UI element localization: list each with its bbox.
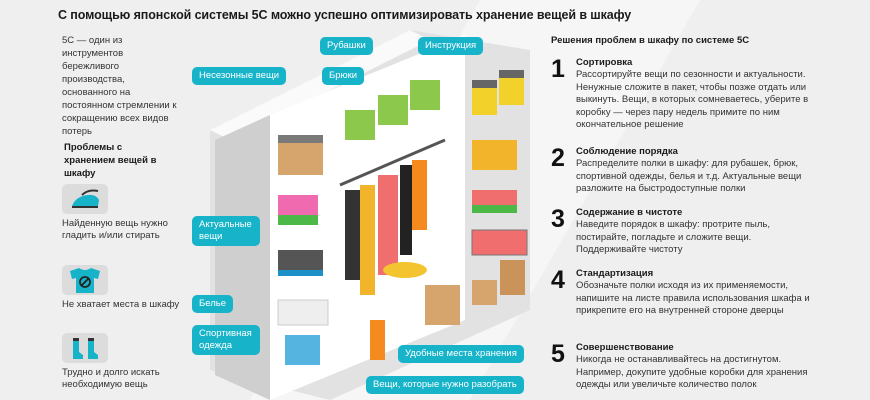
page-title: С помощью японской системы 5С можно успе… (58, 8, 632, 22)
hanger-rod (339, 138, 446, 187)
step-text: Никогда не останавливайтесь на достигнут… (576, 354, 808, 390)
bag (500, 260, 525, 295)
step-number: 5 (551, 340, 565, 368)
folded-clothes (472, 140, 517, 170)
problem-text: Найденную вещь нужно гладить и/или стира… (62, 218, 168, 241)
basket (285, 335, 320, 365)
yellow-box (472, 85, 497, 115)
wardrobe-side (215, 115, 270, 400)
step-text: Распределите полки в шкафу: для рубашек,… (576, 158, 802, 194)
problem-text: Не хватает места в шкафу (62, 299, 180, 310)
problems-title: Проблемы с хранением вещей в шкафу (64, 142, 157, 179)
hat (383, 262, 427, 278)
step-text: Наведите порядок в шкафу: протрите пыль,… (576, 219, 770, 255)
trousers (345, 190, 360, 280)
suitcase (370, 320, 385, 360)
step-text: Рассортируйте вещи по сезонности и актуа… (576, 69, 809, 130)
iron-icon (62, 184, 108, 214)
tag-shirts: Рубашки (320, 37, 373, 55)
step-number: 2 (551, 144, 565, 172)
drawer (277, 299, 329, 326)
green-box (345, 110, 375, 140)
box (278, 140, 323, 175)
folded-clothes (278, 250, 323, 270)
problem-item: Трудно и долго искать необходимую вещь (62, 333, 182, 391)
shirt (378, 175, 398, 275)
wire-basket (471, 229, 528, 256)
problem-text: Трудно и долго искать необходимую вещь (62, 367, 160, 390)
step-heading: Сортировка (576, 57, 633, 68)
tag-underwear: Белье (192, 295, 233, 313)
step-text: Обозначьте полки исходя из их применяемо… (576, 280, 810, 316)
step-heading: Совершенствование (576, 342, 674, 353)
solutions-title: Решения проблем в шкафу по системе 5С (551, 35, 750, 46)
step-number: 4 (551, 266, 565, 294)
step-number: 3 (551, 205, 565, 233)
tag-actual: Актуальные вещи (192, 216, 260, 246)
box (425, 285, 460, 305)
tshirt-forbidden-icon (62, 265, 108, 295)
wardrobe-illustration (210, 30, 530, 400)
socks-icon (62, 333, 108, 363)
tag-instruction: Инструкция (418, 37, 484, 55)
problem-item: Не хватает места в шкафу (62, 265, 182, 311)
intro-text: 5С — один из инструментов бережливого пр… (62, 35, 177, 137)
problem-item: Найденную вещь нужно гладить и/или стира… (62, 184, 182, 242)
step-heading: Соблюдение порядка (576, 146, 678, 157)
step-number: 1 (551, 55, 565, 83)
step-heading: Содержание в чистоте (576, 207, 683, 218)
tag-offseason: Несезонные вещи (192, 67, 287, 85)
green-box (378, 95, 408, 125)
folded-clothes (278, 195, 318, 215)
tag-trousers: Брюки (322, 67, 365, 85)
tag-storage: Удобные места хранения (398, 345, 524, 363)
tag-sort: Вещи, которые нужно разобрать (366, 376, 524, 394)
green-box (410, 80, 440, 110)
step-heading: Стандартизация (576, 268, 654, 279)
tag-sport: Спортивная одежда (192, 325, 260, 355)
